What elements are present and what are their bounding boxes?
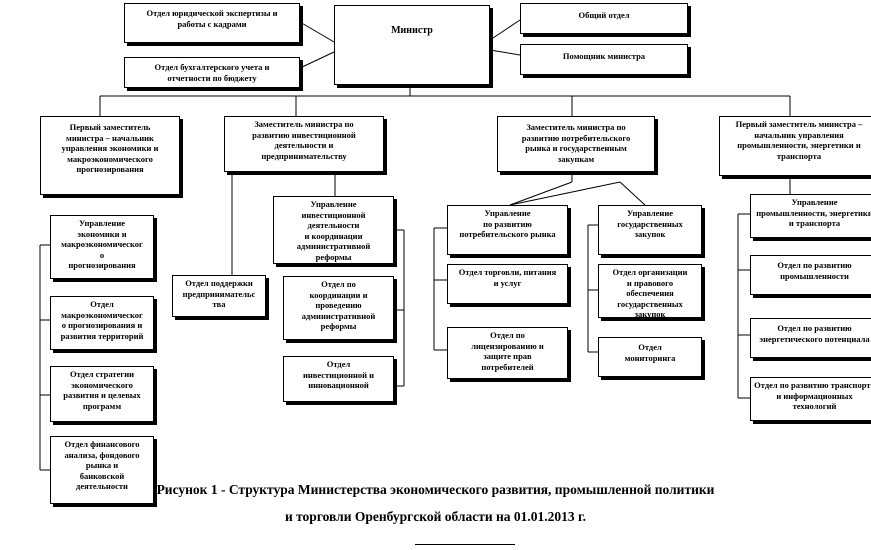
monitoring-dept-box: Отдел мониторинга <box>598 337 702 377</box>
minister-box: Министр <box>334 5 490 85</box>
accounting-dept-box: Отдел бухгалтерского учета и отчетности … <box>124 57 300 88</box>
figure-caption-line-2: и торговли Оренбургской области на 01.01… <box>284 509 587 524</box>
trade-services-dept-box: Отдел торговли, питания и услуг <box>447 264 568 304</box>
procurement-legal-dept-box: Отдел организации и правового обеспечени… <box>598 264 702 318</box>
economy-directorate-box: Управление экономики и макроэкономическо… <box>50 215 154 279</box>
assistants-box: Помощник министра <box>520 44 688 75</box>
legal-hr-dept-box: Отдел юридической экспертизы и работы с … <box>124 3 300 43</box>
industry-deputy-box: Первый заместитель министра – начальник … <box>719 116 871 176</box>
macro-forecasting-dept-box: Отдел макроэкономическог о прогнозирован… <box>50 296 154 350</box>
transport-it-dept-box: Отдел по развитию транспорта и информаци… <box>750 377 871 421</box>
strategy-dept-box: Отдел стратегии экономического развития … <box>50 366 154 422</box>
investment-directorate-box: Управление инвестиционной деятельности и… <box>273 196 394 264</box>
business-support-dept-box: Отдел поддержки предпринимательс тва <box>172 275 266 317</box>
consumer-rights-dept-box: Отдел по лицензированию и защите прав по… <box>447 327 568 379</box>
procurement-directorate-box: Управление государственных закупок <box>598 205 702 255</box>
admin-reform-dept-box: Отдел по координации и проведению админи… <box>283 276 394 340</box>
energy-dept-box: Отдел по развитию энергетического потенц… <box>750 318 871 358</box>
finance-analysis-dept-box: Отдел финансового анализа, фондового рын… <box>50 436 154 504</box>
consumer-deputy-box: Заместитель министра по развитию потреби… <box>497 116 655 172</box>
figure-caption-line-1: Рисунок 1 - Структура Министерства эконо… <box>156 482 715 497</box>
industry-directorate-box: Управление промышленности, энергетики и … <box>750 194 871 238</box>
consumer-market-directorate-box: Управление по развитию потребительского … <box>447 205 568 255</box>
footnote-rule <box>415 544 515 545</box>
innovation-dept-box: Отдел инвестиционной и инновационной <box>283 356 394 402</box>
investment-deputy-box: Заместитель министра по развитию инвести… <box>224 116 384 172</box>
first-deputy-box: Первый заместитель министра – начальник … <box>40 116 180 195</box>
industry-development-dept-box: Отдел по развитию промышленности <box>750 255 871 295</box>
general-dept-box: Общий отдел <box>520 3 688 34</box>
